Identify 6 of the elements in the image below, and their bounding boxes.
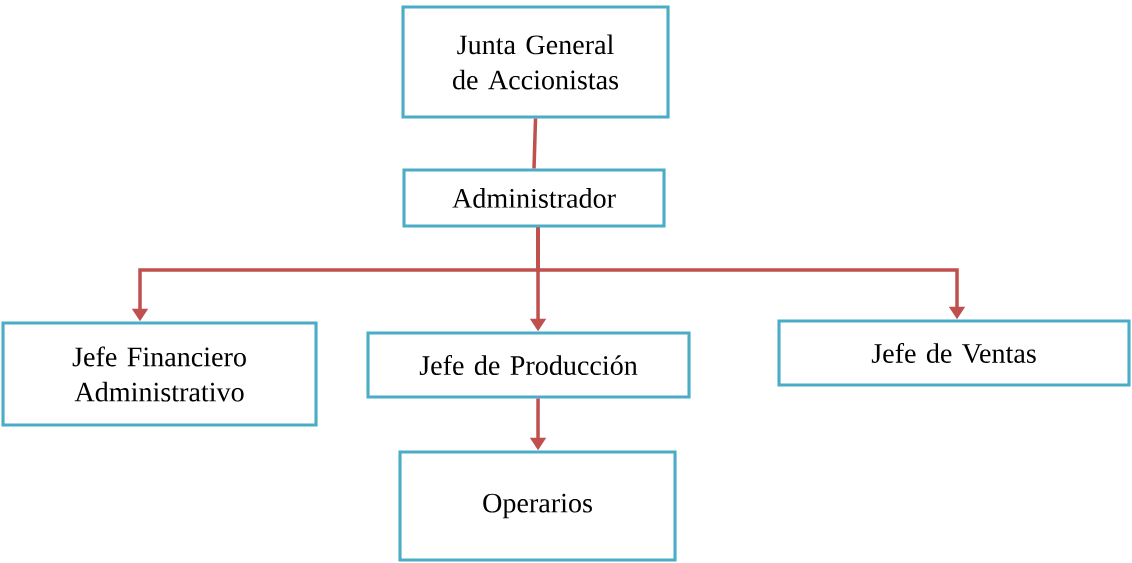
- org-box: Operarios: [398, 450, 677, 562]
- org-box: Administrador: [402, 168, 666, 228]
- org-box: Jefe de Producción: [366, 331, 691, 399]
- org-box: Jefe de Ventas: [777, 319, 1131, 387]
- org-box: Jefe Financiero Administrativo: [1, 321, 318, 427]
- org-box: Junta General de Accionistas: [401, 5, 670, 119]
